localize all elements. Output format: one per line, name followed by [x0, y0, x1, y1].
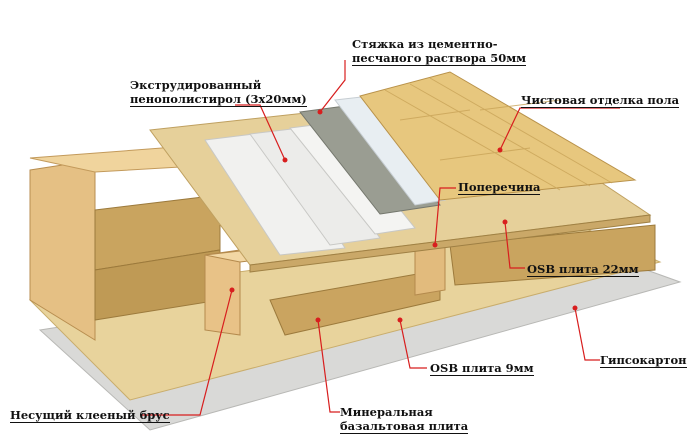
frame-left-side: [29, 159, 96, 341]
finish-parquet: [359, 71, 637, 201]
pointer-osb9: [397, 317, 427, 369]
xps-strip-2: [249, 127, 381, 246]
pointer-gypsum: [572, 305, 600, 361]
pointer-screed: [317, 60, 346, 115]
label-osb9: OSB плита 9мм: [430, 361, 534, 376]
label-gypsum: Гипсокартон: [600, 353, 687, 368]
label-beam: Несущий клееный брус: [10, 408, 170, 423]
osb-22mm-edge: [249, 214, 651, 273]
label-crossbar: Поперечина: [458, 180, 541, 195]
label-screed: Стяжка из цементно- песчаного раствора 5…: [352, 37, 527, 66]
xps-strip-1: [204, 131, 346, 256]
pointer-mineral: [315, 317, 340, 413]
label-finish: Чистовая отделка пола: [521, 93, 680, 108]
pointer-finish: [497, 107, 620, 153]
label-mineral: Минеральная базальтовая плита: [340, 405, 469, 434]
pointer-xps: [235, 104, 288, 163]
mineral-wool-block-center: [269, 269, 441, 336]
pointer-osb22: [502, 219, 525, 269]
beam-front: [204, 249, 241, 336]
pointer-crossbar: [432, 187, 456, 248]
film-layer: [334, 95, 446, 206]
pointer-beam: [140, 287, 235, 416]
label-osb22: OSB плита 22мм: [527, 262, 639, 277]
label-xps: Экструдированный пенополистирол (3х20мм): [130, 78, 307, 107]
